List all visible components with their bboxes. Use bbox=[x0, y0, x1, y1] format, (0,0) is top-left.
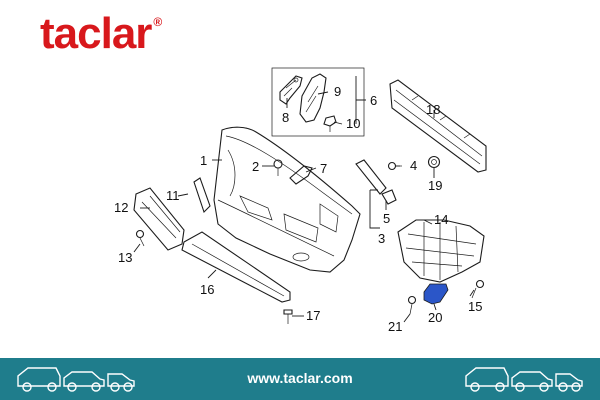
callout-5: 5 bbox=[383, 211, 390, 226]
footer-bar: www.taclar.com bbox=[0, 358, 600, 400]
part-21-bolt bbox=[407, 295, 417, 315]
callout-8: 8 bbox=[282, 110, 289, 125]
part-18-reinforcement bbox=[389, 79, 487, 173]
parts-diagram: 1 2 3 4 5 6 7 8 9 10 11 12 13 14 15 16 1… bbox=[114, 67, 487, 334]
part-20-highlighted-bracket bbox=[423, 283, 449, 305]
callout-3: 3 bbox=[378, 231, 385, 246]
callout-19: 19 bbox=[428, 178, 442, 193]
part-3-side-bracket bbox=[355, 159, 387, 195]
callout-21: 21 bbox=[388, 319, 402, 334]
callout-1: 1 bbox=[200, 153, 207, 168]
part-8-bracket bbox=[279, 75, 303, 105]
callout-15: 15 bbox=[468, 299, 482, 314]
leader-lines bbox=[133, 76, 475, 323]
callout-4: 4 bbox=[410, 158, 417, 173]
callout-9: 9 bbox=[334, 84, 341, 99]
callout-10: 10 bbox=[346, 116, 360, 131]
brand-logo: taclar® bbox=[40, 9, 162, 58]
callout-18: 18 bbox=[426, 102, 440, 117]
callout-16: 16 bbox=[200, 282, 214, 297]
callout-6: 6 bbox=[370, 93, 377, 108]
callout-7: 7 bbox=[320, 161, 327, 176]
vehicles-icon bbox=[17, 367, 135, 392]
brand-name: taclar bbox=[40, 9, 152, 58]
part-2-screw bbox=[273, 159, 283, 176]
callout-20: 20 bbox=[428, 310, 442, 325]
part-7-bracket bbox=[289, 165, 313, 185]
callout-12: 12 bbox=[114, 200, 128, 215]
part-15-bolt bbox=[471, 279, 485, 299]
part-16-lower-spoiler bbox=[181, 231, 291, 303]
vehicles-icon bbox=[465, 367, 583, 392]
website-link[interactable]: www.taclar.com bbox=[247, 370, 353, 386]
callout-13: 13 bbox=[118, 250, 132, 265]
part-14-bumper-bracket bbox=[397, 219, 485, 283]
part-13-bolt bbox=[135, 229, 145, 247]
part-10-clip bbox=[323, 115, 337, 132]
callout-2: 2 bbox=[252, 159, 259, 174]
callout-11: 11 bbox=[166, 188, 180, 203]
part-1-bumper-cover bbox=[213, 126, 361, 273]
bracket-group-box bbox=[271, 67, 365, 137]
callout-14: 14 bbox=[434, 212, 448, 227]
callout-17: 17 bbox=[306, 308, 320, 323]
registered-mark: ® bbox=[153, 15, 162, 29]
part-17-clip bbox=[283, 309, 293, 324]
part-9-bracket bbox=[299, 73, 327, 123]
part-19-nut bbox=[427, 155, 441, 169]
part-5-bracket bbox=[381, 189, 397, 205]
part-11-strip bbox=[193, 177, 211, 214]
